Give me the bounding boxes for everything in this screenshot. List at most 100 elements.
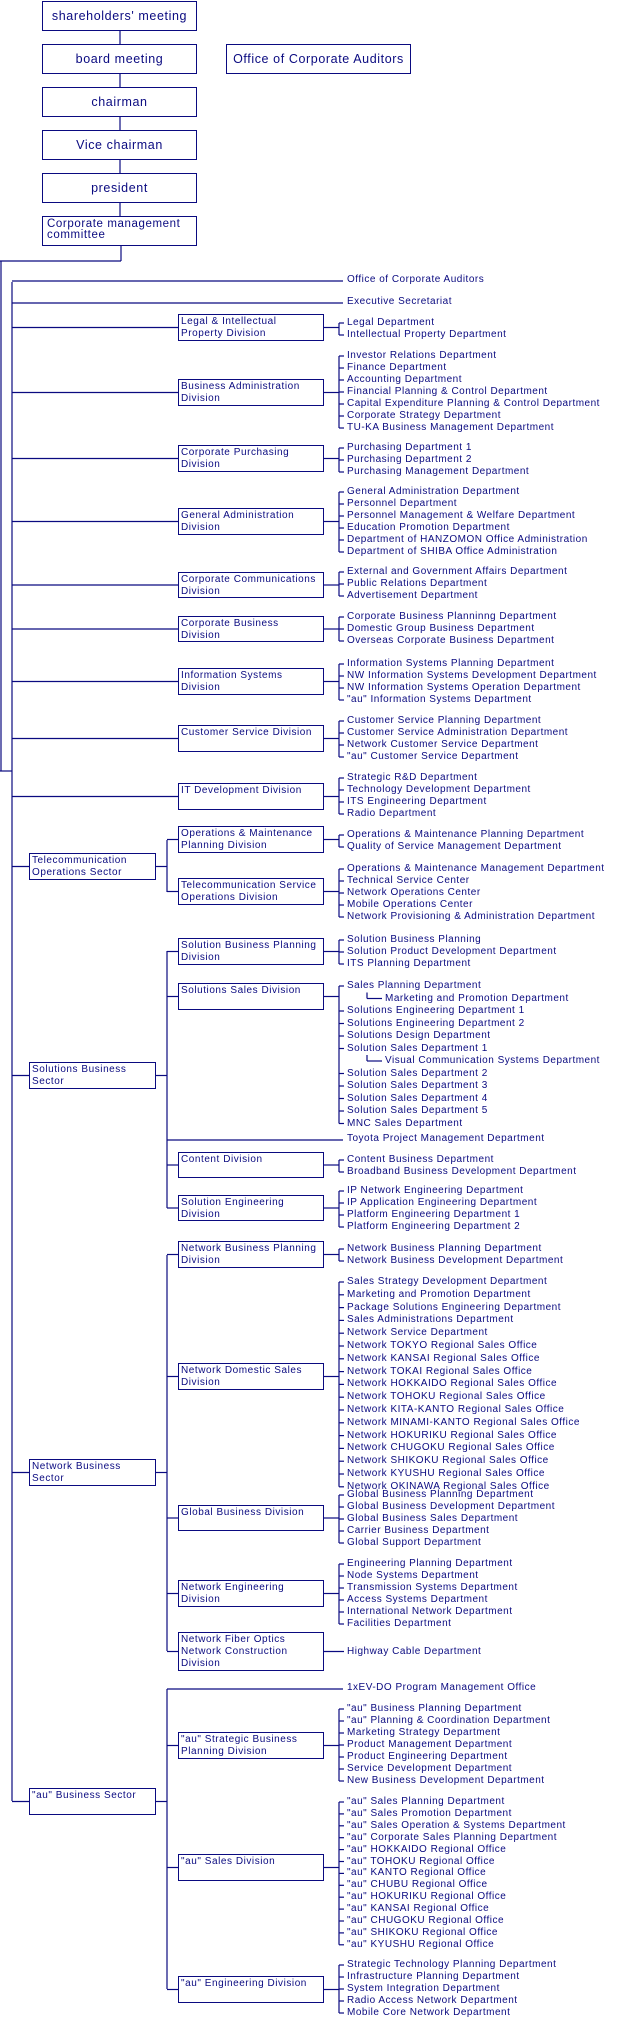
sub-department-item[interactable]: Visual Communication Systems Department — [385, 1055, 600, 1066]
department-item[interactable]: NW Information Systems Development Depar… — [347, 670, 597, 681]
department-item[interactable]: Solution Product Development Department — [347, 946, 557, 957]
department-item[interactable]: System Integration Department — [347, 1983, 500, 1994]
department-item[interactable]: Solutions Engineering Department 2 — [347, 1017, 525, 1029]
department-item[interactable]: Solution Sales Department 4 — [347, 1092, 488, 1104]
department-item[interactable]: Network TOHOKU Regional Sales Office — [347, 1391, 546, 1403]
department-item[interactable]: Network HOKURIKU Regional Sales Office — [347, 1429, 557, 1441]
auditors-box[interactable]: Office of Corporate Auditors — [226, 44, 411, 74]
division-box[interactable]: Customer Service Division — [178, 725, 324, 752]
division-box[interactable]: IT Development Division — [178, 783, 324, 810]
department-item[interactable]: Operations & Maintenance Planning Depart… — [347, 829, 585, 840]
division-box[interactable]: Corporate Purchasing Division — [178, 445, 324, 472]
department-item[interactable]: Facilities Department — [347, 1618, 452, 1629]
department-item[interactable]: Customer Service Planning Department — [347, 715, 542, 726]
department-item[interactable]: "au" Business Planning Department — [347, 1703, 522, 1714]
department-item[interactable]: Investor Relations Department — [347, 350, 497, 361]
department-item[interactable]: "au" CHUBU Regional Office — [347, 1879, 488, 1891]
department-item[interactable]: ITS Engineering Department — [347, 796, 487, 807]
department-item[interactable]: Customer Service Administration Departme… — [347, 727, 569, 738]
department-item[interactable]: "au" CHUGOKU Regional Office — [347, 1915, 505, 1926]
department-item[interactable]: "au" HOKURIKU Regional Office — [347, 1891, 507, 1903]
top-chain-box-4[interactable]: president — [42, 173, 197, 203]
division-box[interactable]: "au" Engineering Division — [178, 1976, 324, 2003]
department-item[interactable]: Information Systems Planning Department — [347, 658, 555, 669]
department-item[interactable]: Purchasing Department 1 — [347, 442, 472, 453]
sector-box[interactable]: Telecommunication Operations Sector — [29, 853, 156, 880]
department-item[interactable]: Solution Business Planning — [347, 934, 482, 945]
department-item[interactable]: Solutions Engineering Department 1 — [347, 1005, 525, 1016]
department-item[interactable]: Purchasing Department 2 — [347, 454, 472, 465]
department-item[interactable]: Solution Sales Department 5 — [347, 1105, 488, 1116]
department-item[interactable]: "au" Information Systems Department — [347, 694, 532, 705]
department-item[interactable]: Product Engineering Department — [347, 1751, 508, 1762]
department-item[interactable]: Global Business Planning Department — [347, 1489, 534, 1500]
division-box[interactable]: Operations & Maintenance Planning Divisi… — [178, 826, 324, 853]
department-item[interactable]: Quality of Service Management Department — [347, 841, 562, 852]
division-box[interactable]: Network Business Planning Division — [178, 1241, 324, 1268]
top-chain-box-3[interactable]: Vice chairman — [42, 130, 197, 160]
department-item[interactable]: Technical Service Center — [347, 875, 470, 886]
department-item[interactable]: "au" TOHOKU Regional Office — [347, 1855, 495, 1867]
top-chain-box-1[interactable]: board meeting — [42, 44, 197, 74]
department-item[interactable]: Advertisement Department — [347, 590, 478, 601]
department-item[interactable]: Platform Engineering Department 2 — [347, 1221, 521, 1232]
department-item[interactable]: Corporate Strategy Department — [347, 410, 502, 421]
department-item[interactable]: Global Support Department — [347, 1537, 482, 1548]
department-item[interactable]: Strategic R&D Department — [347, 772, 478, 783]
department-item[interactable]: "au" Sales Operation & Systems Departmen… — [347, 1819, 566, 1831]
department-item[interactable]: Network Business Planning Department — [347, 1243, 542, 1254]
department-item[interactable]: Technology Development Department — [347, 784, 531, 795]
department-item[interactable]: Global Business Development Department — [347, 1501, 555, 1512]
department-item[interactable]: Package Solutions Engineering Department — [347, 1301, 562, 1313]
department-item[interactable]: Solution Sales Department 3 — [347, 1080, 488, 1091]
department-item[interactable]: "au" Sales Planning Department — [347, 1796, 505, 1807]
department-item[interactable]: Accounting Department — [347, 374, 463, 385]
department-item[interactable]: General Administration Department — [347, 486, 520, 497]
corporate-office-item[interactable]: Executive Secretariat — [347, 296, 452, 307]
department-item[interactable]: Broadband Business Development Departmen… — [347, 1166, 577, 1177]
division-box[interactable]: Network Fiber Optics Network Constructio… — [178, 1632, 324, 1671]
division-box[interactable]: Legal & Intellectual Property Division — [178, 314, 324, 341]
department-item[interactable]: Solutions Design Department — [347, 1030, 491, 1041]
department-item[interactable]: Network Customer Service Department — [347, 739, 539, 750]
department-item[interactable]: Network TOKYO Regional Sales Office — [347, 1340, 538, 1351]
sector-box[interactable]: Network Business Sector — [29, 1459, 156, 1486]
department-item[interactable]: Overseas Corporate Business Department — [347, 635, 555, 646]
department-item[interactable]: Network Business Development Department — [347, 1255, 564, 1266]
division-box[interactable]: General Administration Division — [178, 508, 324, 535]
department-item[interactable]: Network KITA-KANTO Regional Sales Office — [347, 1404, 565, 1415]
department-item[interactable]: Radio Department — [347, 808, 437, 819]
department-item[interactable]: "au" Corporate Sales Planning Department — [347, 1831, 557, 1843]
department-item[interactable]: Mobile Core Network Department — [347, 2007, 511, 2018]
division-box[interactable]: Solution Business Planning Division — [178, 938, 324, 965]
department-item[interactable]: Operations & Maintenance Management Depa… — [347, 863, 605, 874]
department-item[interactable]: Network Provisioning & Administration De… — [347, 911, 595, 922]
department-item[interactable]: 1xEV-DO Program Management Office — [347, 1682, 537, 1693]
department-item[interactable]: Personnel Department — [347, 498, 458, 509]
department-item[interactable]: "au" KANTO Regional Office — [347, 1867, 487, 1879]
department-item[interactable]: Network OKINAWA Regional Sales Office — [347, 1480, 550, 1492]
department-item[interactable]: Platform Engineering Department 1 — [347, 1209, 521, 1220]
department-item[interactable]: Education Promotion Department — [347, 522, 510, 533]
department-item[interactable]: MNC Sales Department — [347, 1117, 463, 1129]
department-item[interactable]: Solution Sales Department 2 — [347, 1067, 488, 1079]
top-chain-box-5[interactable]: Corporate management committee — [42, 216, 197, 246]
department-item[interactable]: "au" Planning & Coordination Department — [347, 1715, 551, 1726]
corporate-office-item[interactable]: Office of Corporate Auditors — [347, 274, 485, 285]
department-item[interactable]: Sales Strategy Development Department — [347, 1276, 548, 1287]
department-item[interactable]: Carrier Business Department — [347, 1525, 490, 1536]
department-item[interactable]: "au" Sales Promotion Department — [347, 1807, 512, 1819]
department-item[interactable]: Sales Planning Department — [347, 980, 482, 991]
department-item[interactable]: Network KANSAI Regional Sales Office — [347, 1352, 540, 1364]
department-item[interactable]: Mobile Operations Center — [347, 899, 473, 910]
division-box[interactable]: Global Business Division — [178, 1505, 324, 1531]
department-item[interactable]: "au" SHIKOKU Regional Office — [347, 1926, 498, 1938]
department-item[interactable]: Network SHIKOKU Regional Sales Office — [347, 1455, 549, 1467]
department-item[interactable]: Marketing and Promotion Department — [347, 1288, 531, 1300]
department-item[interactable]: Access Systems Department — [347, 1594, 488, 1605]
department-item[interactable]: Highway Cable Department — [347, 1646, 482, 1657]
department-item[interactable]: IP Application Engineering Department — [347, 1197, 538, 1208]
department-item[interactable]: External and Government Affairs Departme… — [347, 566, 568, 577]
department-item[interactable]: "au" HOKKAIDO Regional Office — [347, 1843, 507, 1855]
department-item[interactable]: Department of HANZOMON Office Administra… — [347, 534, 588, 545]
